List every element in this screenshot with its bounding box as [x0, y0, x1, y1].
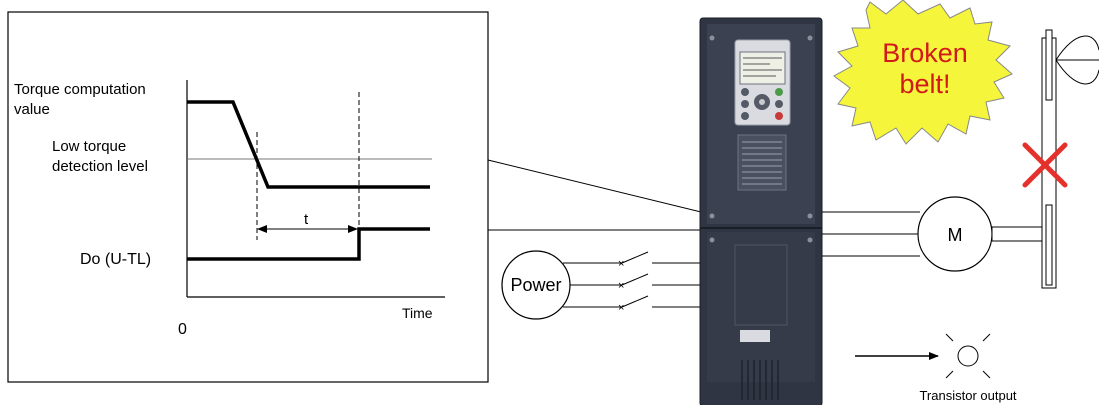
svg-text:×: ×	[618, 302, 624, 314]
indicator-lamp	[957, 345, 979, 367]
do-signal-label: Do (U-TL)	[80, 251, 151, 268]
motor-label: M	[948, 225, 963, 245]
torque-curve	[187, 100, 430, 189]
inverter-warning-label	[737, 134, 787, 191]
torque-graph-panel: Torque computation value Low torque dete…	[7, 11, 489, 383]
inverter-terminal-cover	[734, 244, 788, 326]
inverter-unit	[699, 17, 823, 407]
power-switches	[563, 251, 700, 308]
time-axis-label: Time	[402, 305, 433, 321]
lamp-rays	[945, 333, 991, 379]
motor-wiring	[822, 211, 920, 257]
upper-pulley	[1045, 29, 1053, 101]
keypad-buttons	[741, 88, 783, 120]
origin-label: 0	[178, 321, 187, 338]
torque-label-2: value	[14, 101, 50, 118]
svg-text:×: ×	[618, 258, 624, 270]
low-torque-label-1: Low torque	[52, 138, 126, 155]
inverter-nameplate	[740, 330, 770, 342]
graph-frame	[7, 11, 489, 383]
callout-burst-shape	[833, 0, 1013, 145]
power-label: Power	[510, 275, 561, 295]
broken-belt-cross	[1022, 142, 1068, 188]
broken-belt-callout: Broken belt!	[833, 0, 1013, 145]
transistor-output: Transistor output	[855, 333, 1017, 403]
inverter-vents	[741, 360, 779, 400]
inverter-lower-panel	[707, 232, 815, 382]
switch-marks: × × ×	[618, 258, 624, 314]
power-supply: Power × × ×	[501, 250, 700, 320]
keypad-lcd	[739, 51, 786, 85]
do-signal-curve	[187, 227, 430, 261]
callout-text-line1: Broken	[882, 38, 968, 68]
transistor-output-label: Transistor output	[919, 388, 1016, 403]
inverter-screws	[709, 35, 813, 243]
lcd-lines	[743, 57, 782, 77]
low-torque-label-2: detection level	[52, 158, 148, 175]
callout-text-line2: belt!	[899, 69, 950, 99]
lower-pulley	[1045, 204, 1053, 286]
motor: M	[917, 196, 1045, 272]
torque-label-1: Torque computation	[14, 81, 146, 98]
delay-time-label: t	[304, 211, 309, 228]
motor-shaft	[991, 226, 1045, 242]
svg-text:×: ×	[618, 280, 624, 292]
